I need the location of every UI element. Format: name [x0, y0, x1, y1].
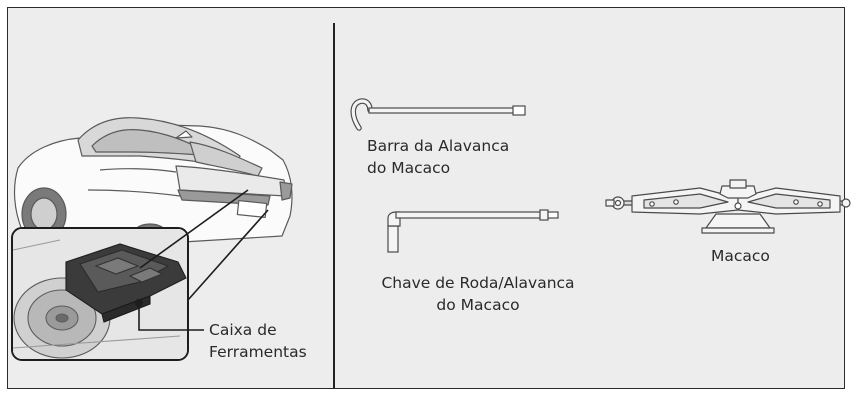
toolbox-label-line-2: Ferramentas — [209, 343, 307, 361]
wheel-wrench-label: Chave de Roda/Alavanca do Macaco — [375, 272, 581, 316]
toolbox-callout-inset — [11, 189, 269, 361]
jack-bar-label: Barra da Alavanca do Macaco — [367, 135, 509, 179]
wheel-wrench-illustration — [387, 209, 559, 253]
column-divider — [333, 23, 335, 389]
wheel-wrench-label-line-2: do Macaco — [436, 296, 520, 314]
scissor-jack-illustration — [605, 179, 851, 234]
jack-bar-label-line-1: Barra da Alavanca — [367, 137, 510, 155]
wheel-wrench-label-line-1: Chave de Roda/Alavanca — [381, 274, 575, 292]
jack-bar-label-line-2: do Macaco — [367, 159, 451, 177]
jack-label: Macaco — [711, 247, 770, 265]
jack-bar-illustration — [350, 98, 526, 131]
car-illustration — [13, 117, 293, 249]
toolbox-label-line-1: Caixa de — [209, 321, 277, 339]
toolbox-label: Caixa de Ferramentas — [209, 319, 307, 363]
